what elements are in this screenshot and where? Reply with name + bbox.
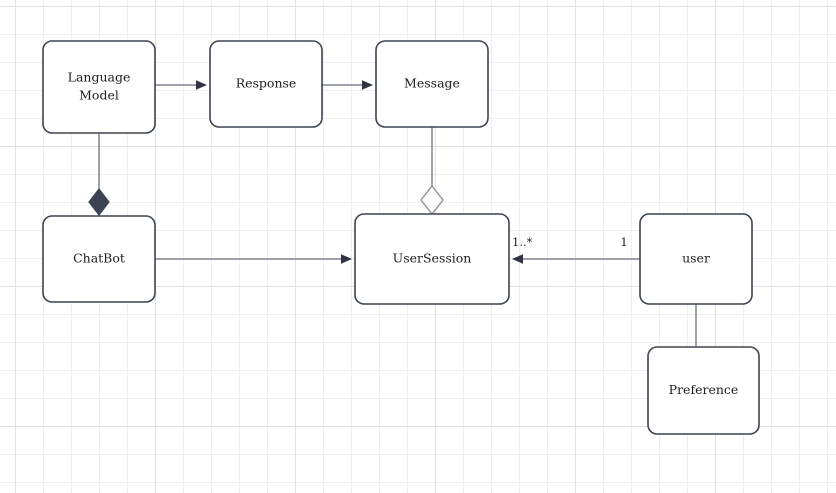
node-box[interactable] <box>42 215 156 303</box>
node-label: user <box>682 251 710 266</box>
node-user[interactable]: user <box>639 213 753 305</box>
edge-lm-to-response <box>155 80 207 90</box>
arrowhead-icon <box>196 80 207 90</box>
node-label: ChatBot <box>73 251 125 266</box>
node-box[interactable] <box>209 40 323 128</box>
node-label: Response <box>236 76 297 91</box>
node-label: UserSession <box>393 251 472 266</box>
edge-user-to-usersession <box>512 254 640 264</box>
node-label: Language <box>68 70 131 85</box>
node-label: Message <box>404 76 460 91</box>
node-box[interactable] <box>639 213 753 305</box>
multiplicity-label-mult-user-end: 1 <box>620 235 627 249</box>
node-usersession[interactable]: UserSession <box>354 213 510 305</box>
multiplicity-label-mult-usersession-end: 1..* <box>512 235 533 249</box>
node-box[interactable] <box>647 346 760 435</box>
node-response[interactable]: Response <box>209 40 323 128</box>
node-box[interactable] <box>354 213 510 305</box>
edge-chatbot-to-usersession <box>155 254 352 264</box>
node-message[interactable]: Message <box>375 40 489 128</box>
node-label: Preference <box>669 382 739 397</box>
node-label: Model <box>79 88 119 103</box>
arrowhead-icon <box>341 254 352 264</box>
node-chatbot[interactable]: ChatBot <box>42 215 156 303</box>
aggregation-diamond-icon <box>420 184 444 216</box>
arrowhead-icon <box>362 80 373 90</box>
edge-lm-to-chatbot <box>88 133 110 216</box>
node-box[interactable] <box>42 40 156 134</box>
node-preference[interactable]: Preference <box>647 346 760 435</box>
composition-diamond-icon <box>88 188 110 216</box>
node-box[interactable] <box>375 40 489 128</box>
multiplicity-labels-layer: 1..* 1 <box>512 235 628 249</box>
edge-message-to-usersession <box>420 127 444 216</box>
edge-response-to-message <box>322 80 373 90</box>
arrowhead-icon <box>512 254 523 264</box>
